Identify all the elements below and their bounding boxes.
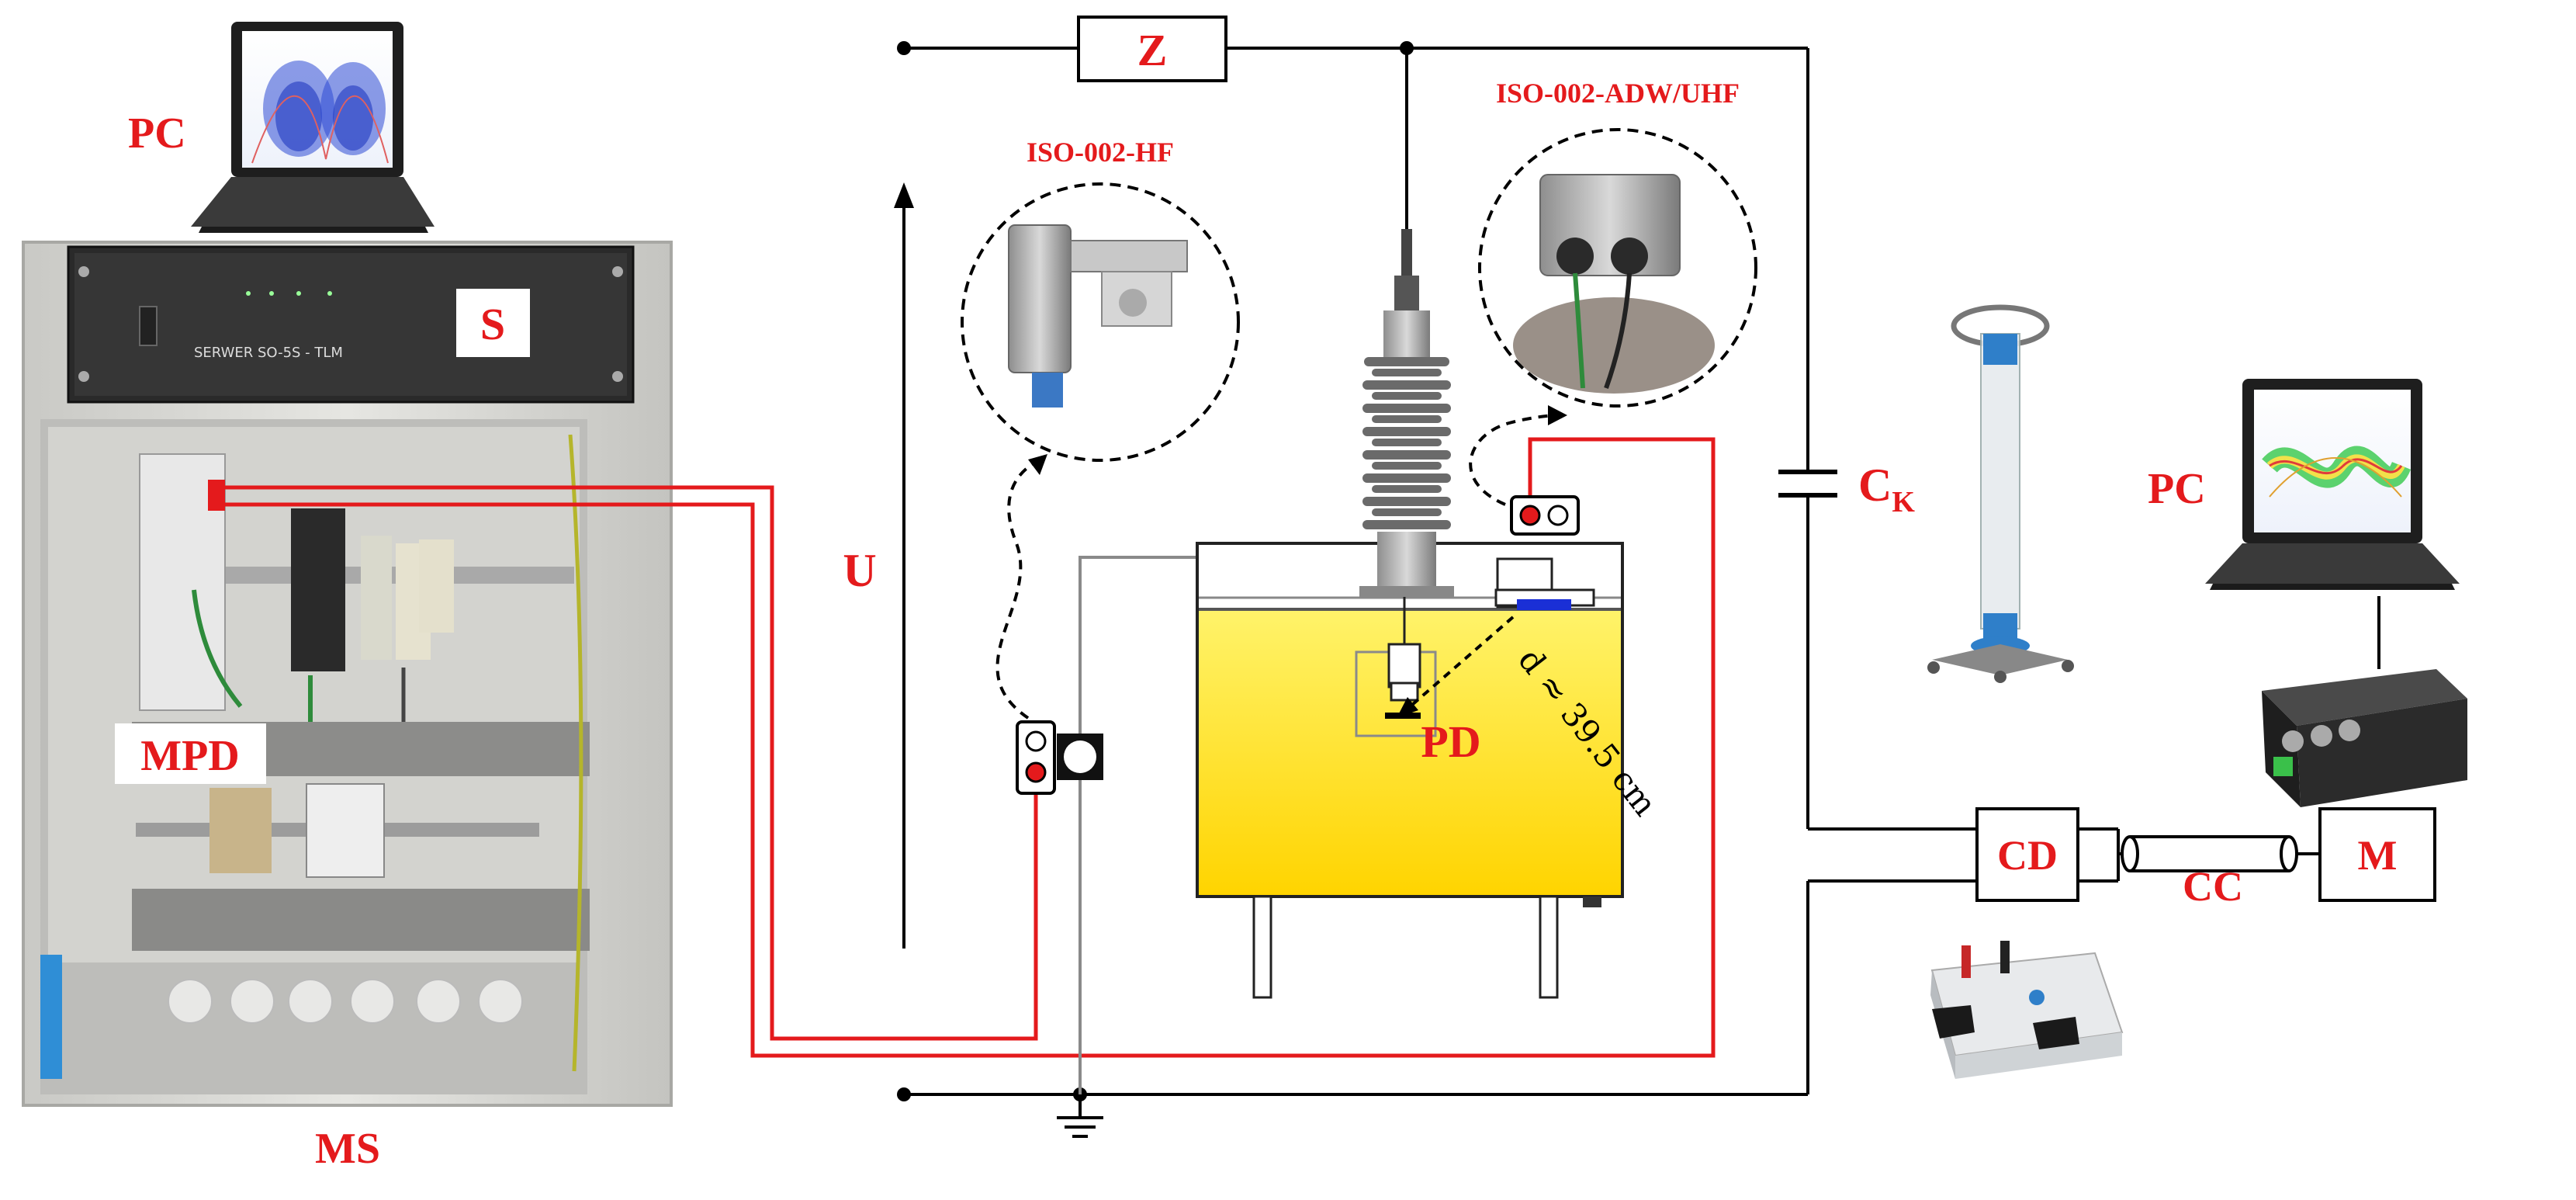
ms-label: MS xyxy=(315,1125,380,1173)
bushing xyxy=(1359,229,1454,597)
terminal-bottom-node xyxy=(897,1087,911,1101)
iso-hf-link xyxy=(995,456,1044,720)
mpd-label: MPD xyxy=(140,732,240,780)
transformer-tank-icon xyxy=(1196,542,1624,999)
impedance-label: Z xyxy=(1137,25,1168,75)
cd-label: CD xyxy=(1997,832,2058,879)
impedance-box xyxy=(1077,16,1227,82)
voltage-arrow xyxy=(894,182,914,949)
terminal-top-node xyxy=(897,41,911,55)
m-label: M xyxy=(2358,832,2398,879)
iso-uhf-sensor-icon xyxy=(1513,174,1715,394)
bushing-node xyxy=(1400,41,1414,55)
pc-left-label: PC xyxy=(128,109,186,158)
server-label-box xyxy=(456,289,530,357)
iso-uhf-link xyxy=(1469,414,1560,506)
iso-hf-callout xyxy=(961,182,1240,462)
uhf-sensor-box xyxy=(1510,495,1580,536)
coupling-device-photo xyxy=(1930,941,2124,1079)
measuring-unit-box xyxy=(2318,807,2436,902)
server-label: S xyxy=(480,299,505,349)
pd-label: PD xyxy=(1421,716,1480,767)
signal-wires-red xyxy=(209,437,1716,1058)
mpd-connector xyxy=(208,480,225,511)
coupling-capacitor-icon xyxy=(1778,470,1837,498)
coupling-capacitor-photo xyxy=(1927,304,2074,683)
pc-right-label: PC xyxy=(2148,465,2206,513)
voltage-label: U xyxy=(843,545,876,596)
coupling-device-box xyxy=(1975,807,2079,902)
iso-hf-sensor-icon xyxy=(1008,224,1188,408)
ck-label: CK xyxy=(1858,460,1915,518)
iso-uhf-label: ISO-002-ADW/UHF xyxy=(1496,78,1740,109)
ground-icon xyxy=(1057,1094,1103,1138)
hv-circuit-wires xyxy=(904,47,1977,1096)
server-unit: SERWER SO-5S - TLM xyxy=(67,245,635,404)
pc-right-laptop-icon xyxy=(2205,379,2460,590)
hf-sensor-box xyxy=(1016,720,1103,795)
pc-left-laptop-icon xyxy=(191,22,435,233)
distance-arrow xyxy=(1397,616,1515,718)
mpd-label-box xyxy=(115,723,266,784)
server-panel-text: SERWER SO-5S - TLM xyxy=(194,345,343,361)
measuring-unit-photo xyxy=(2262,669,2467,807)
cc-label: CC xyxy=(2183,863,2243,910)
iso-hf-label: ISO-002-HF xyxy=(1027,137,1174,168)
coaxial-cable xyxy=(2078,827,2320,883)
